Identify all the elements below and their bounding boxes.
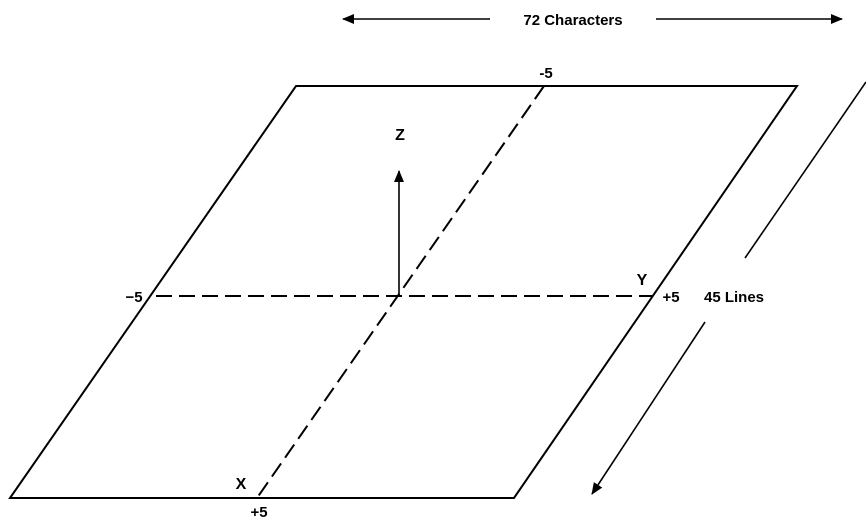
x-axis-dashed bbox=[256, 85, 545, 499]
z-axis-label: Z bbox=[395, 127, 405, 144]
x-axis-max-label: +5 bbox=[250, 504, 267, 521]
x-axis-min-label: -5 bbox=[539, 65, 552, 82]
depth-dimension: 45 Lines bbox=[591, 81, 866, 495]
y-axis-label: Y bbox=[637, 272, 648, 289]
depth-arrow-top bbox=[744, 81, 866, 259]
depth-label: 45 Lines bbox=[704, 289, 764, 306]
x-axis-label: X bbox=[236, 476, 247, 493]
width-label: 72 Characters bbox=[523, 12, 622, 29]
depth-arrow-bottom bbox=[591, 321, 706, 495]
y-axis-min-label: −5 bbox=[125, 289, 142, 306]
plane-outline bbox=[8, 85, 799, 499]
width-dimension: 72 Characters bbox=[342, 12, 843, 29]
y-axis-max-label: +5 bbox=[662, 289, 679, 306]
